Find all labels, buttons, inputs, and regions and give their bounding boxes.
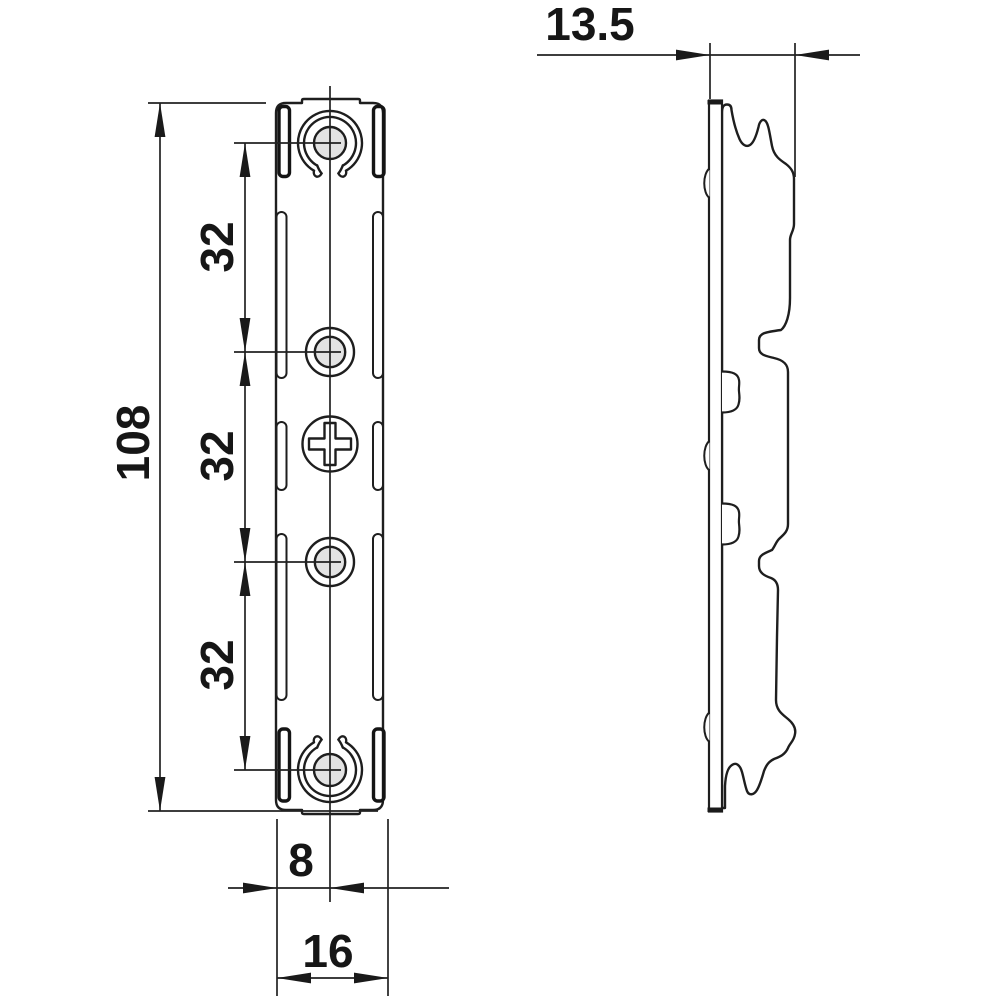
dim-label-13-5: 13.5: [545, 0, 635, 50]
arrowhead-up-icon: [239, 352, 251, 386]
side-view: 13.5: [537, 0, 860, 813]
clip-hook-left: [312, 164, 324, 178]
dim-label-16: 16: [302, 925, 353, 977]
front-view: 108 32 32 32 8 16: [107, 86, 449, 996]
dim-label-32-bottom: 32: [191, 639, 243, 690]
clip-profile: [720, 103, 797, 810]
plate-edge-strip: [707, 99, 724, 813]
arrowhead-left-icon: [795, 49, 829, 61]
corner-slot-top-left: [277, 104, 292, 179]
corner-slot-bottom-right: [371, 727, 386, 803]
dim-overall-height: 108: [107, 103, 166, 811]
edge-slot-left-middle: [275, 421, 288, 491]
corner-slot-bottom-left: [277, 727, 292, 803]
boss-bump-right-lower: [721, 502, 741, 546]
edge-slot-left-upper: [275, 211, 288, 379]
arrowhead-right-icon: [676, 49, 710, 61]
dim-overall-width: 16: [277, 925, 388, 984]
dim-label-32-top: 32: [191, 221, 243, 272]
arrowhead-left-icon: [277, 972, 311, 984]
arrowhead-right-icon: [354, 972, 388, 984]
arrowhead-down-icon: [239, 736, 251, 770]
clip-hook-left: [312, 735, 324, 749]
dim-overall-depth: 13.5: [537, 0, 860, 177]
plate-cap-bottom: [707, 807, 723, 812]
edge-slot-right-lower: [372, 533, 384, 701]
edge-slot-left-lower: [275, 533, 288, 701]
arrowhead-right-icon: [243, 882, 277, 894]
edge-slot-right-upper: [372, 211, 384, 379]
arrowhead-up-icon: [239, 562, 251, 596]
bump-left-bottom: [703, 711, 711, 743]
dim-hole-offset: 8: [228, 834, 449, 894]
arrowhead-up-icon: [154, 103, 166, 137]
corner-slot-top-right: [371, 104, 386, 179]
arrowhead-up-icon: [239, 143, 251, 177]
arrowhead-down-icon: [239, 528, 251, 562]
dim-label-108: 108: [107, 405, 159, 482]
arrowhead-left-icon: [330, 882, 364, 894]
arrowhead-down-icon: [154, 777, 166, 811]
arrowhead-down-icon: [239, 318, 251, 352]
dim-label-8: 8: [288, 834, 314, 886]
clip-hook-right: [336, 735, 348, 749]
plate-cap-top: [707, 100, 723, 105]
bump-left-top: [703, 167, 711, 199]
phillips-cross: [307, 421, 353, 467]
clip-hook-right: [336, 164, 348, 178]
edge-slot-right-middle: [372, 421, 384, 491]
dim-label-32-middle: 32: [191, 430, 243, 481]
boss-bump-right-upper: [721, 370, 741, 414]
dim-hole-spacings: 32 32 32: [191, 143, 251, 770]
bump-left-middle: [703, 440, 711, 472]
